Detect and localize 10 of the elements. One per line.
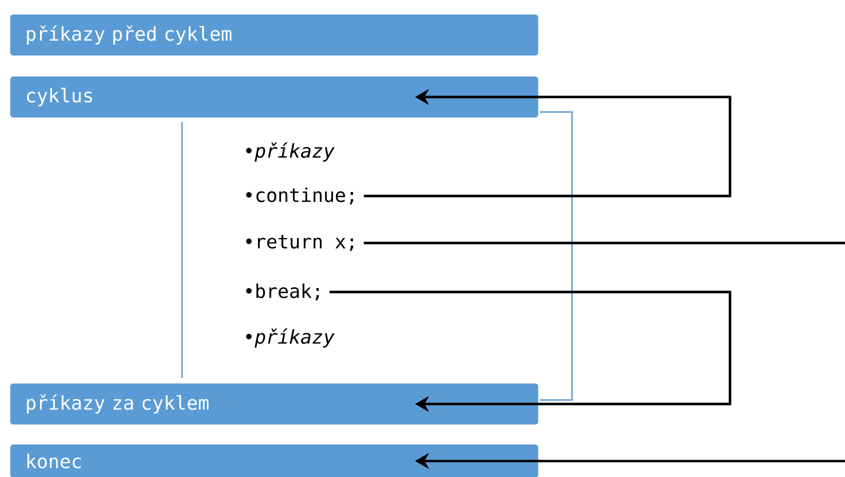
block-box: konec	[10, 444, 538, 477]
block-box: příkazy před cyklem	[10, 14, 538, 56]
block-box: cyklus	[10, 76, 538, 118]
code-line: •příkazy	[246, 142, 335, 162]
code-line: •continue;	[246, 187, 354, 205]
block-box: příkazy za cyklem	[10, 384, 538, 424]
code-line: •break;	[246, 283, 319, 301]
code-line: •return x;	[246, 235, 354, 251]
arrow	[329, 290, 732, 412]
code-line: •příkazy	[246, 328, 335, 348]
